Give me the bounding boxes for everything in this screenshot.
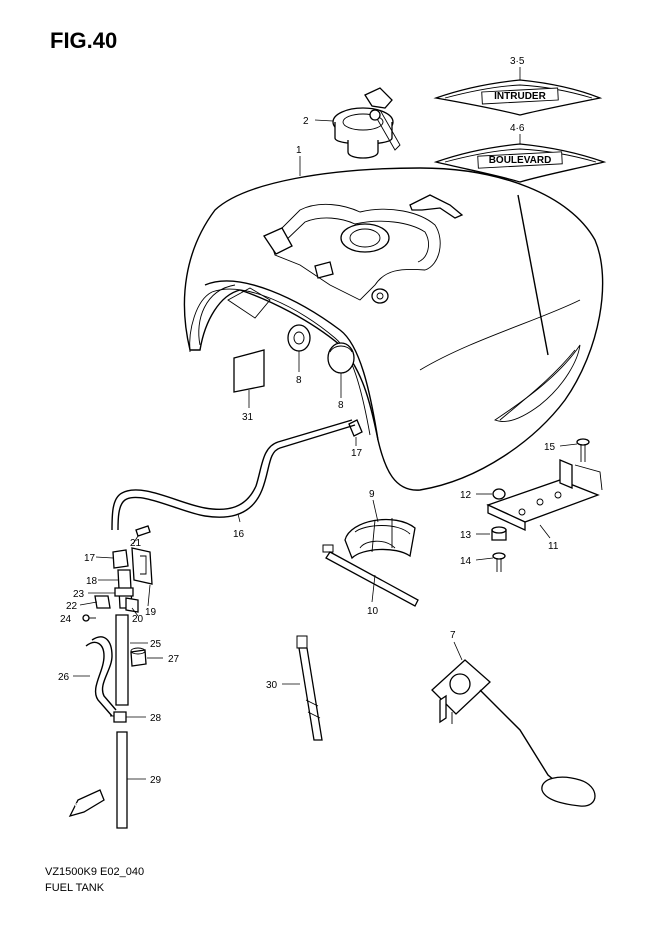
callout-25: 25 xyxy=(150,639,162,650)
grommet xyxy=(327,342,355,374)
callout-20: 20 xyxy=(132,614,144,625)
cushion xyxy=(492,488,506,500)
callout-10: 10 xyxy=(367,606,379,617)
callout-8a: 8 xyxy=(296,375,302,386)
fuel-tank xyxy=(183,167,604,491)
callout-8b: 8 xyxy=(338,400,344,411)
callout-15: 15 xyxy=(544,442,556,453)
callout-7: 7 xyxy=(450,630,456,641)
callout-13: 13 xyxy=(460,530,472,541)
tie-band xyxy=(322,544,419,607)
fuel-valve-assembly xyxy=(82,525,153,622)
callout-24: 24 xyxy=(60,614,72,625)
callout-16: 16 xyxy=(233,529,245,540)
callout-31: 31 xyxy=(242,412,254,423)
clip xyxy=(348,419,363,437)
callout-30: 30 xyxy=(266,680,278,691)
figure-title: FIG.40 xyxy=(50,28,118,53)
callout-14: 14 xyxy=(460,556,472,567)
bent-hose xyxy=(85,636,117,717)
leader-lines xyxy=(73,67,578,780)
emblem-boulevard: BOULEVARD xyxy=(433,143,607,183)
callout-3-5: 3·5 xyxy=(510,56,525,67)
callout-18: 18 xyxy=(86,576,98,587)
fuel-cap xyxy=(332,87,401,159)
emblem-intruder: INTRUDER xyxy=(433,79,603,116)
callout-11: 11 xyxy=(548,541,559,552)
drain-hose xyxy=(116,731,128,829)
heat-shield xyxy=(344,518,416,560)
callout-2: 2 xyxy=(303,116,309,127)
callout-29: 29 xyxy=(150,775,162,786)
three-way-joint xyxy=(110,711,127,723)
callout-17a: 17 xyxy=(351,448,363,459)
callout-23: 23 xyxy=(73,589,85,600)
callout-1: 1 xyxy=(296,145,302,156)
forward-arrow-icon: FWD xyxy=(68,789,105,818)
callout-27: 27 xyxy=(168,654,180,665)
callout-12: 12 xyxy=(460,490,472,501)
callout-28: 28 xyxy=(150,713,162,724)
callout-17b: 17 xyxy=(84,553,96,564)
callout-21: 21 xyxy=(130,538,142,549)
callout-9: 9 xyxy=(369,489,375,500)
callout-22: 22 xyxy=(66,601,78,612)
hose-clamp xyxy=(130,647,147,667)
bolt xyxy=(576,438,590,462)
emblem-lower-text: BOULEVARD xyxy=(489,155,552,166)
fuel-level-sender xyxy=(431,659,596,807)
label-plate xyxy=(233,349,265,393)
cable-tie xyxy=(296,635,323,741)
grommet xyxy=(287,324,311,352)
diagram-code: VZ1500K9 E02_040 xyxy=(45,866,145,878)
callouts: 1 2 3·5 4·6 8 8 31 17 16 15 12 13 14 11 … xyxy=(58,56,559,786)
callout-4-6: 4·6 xyxy=(510,123,525,134)
diagram-name: FUEL TANK xyxy=(45,882,105,894)
bolt xyxy=(492,552,506,572)
mounting-bracket xyxy=(486,459,603,532)
collar xyxy=(491,526,507,541)
hose xyxy=(117,424,356,531)
callout-26: 26 xyxy=(58,672,70,683)
callout-19: 19 xyxy=(145,607,157,618)
fuel-hose xyxy=(115,614,129,706)
emblem-upper-text: INTRUDER xyxy=(494,91,546,102)
